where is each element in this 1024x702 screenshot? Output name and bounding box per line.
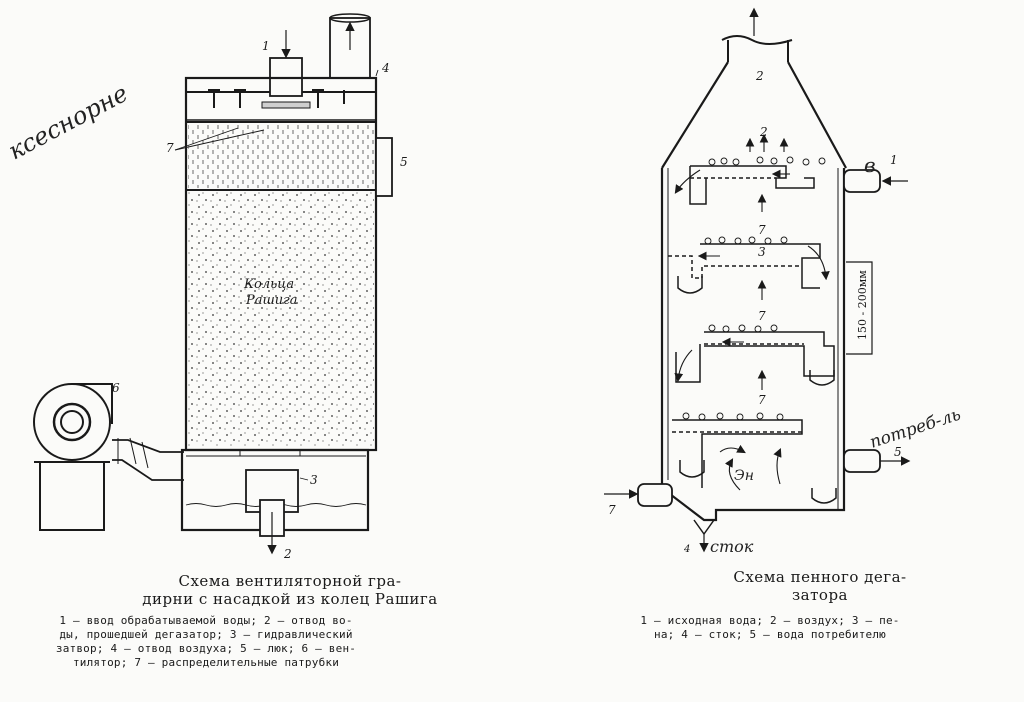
left-caption: Схема вентиляторной гра- дирни с насадко…: [140, 572, 440, 608]
callout-6: 6: [112, 381, 120, 395]
right-callout-2-mid: 2: [759, 125, 768, 139]
distribution-nozzles: [208, 89, 345, 108]
left-caption-line2: дирни с насадкой из колец Рашига: [142, 590, 438, 608]
raschig-rings-packing: [188, 192, 374, 446]
left-legend: 1 — ввод обрабатываемой воды; 2 — отвод …: [6, 614, 406, 670]
flow-arrows: [674, 133, 830, 491]
left-caption-line1: Схема вентиляторной гра-: [178, 572, 402, 590]
air-duct: [112, 439, 184, 481]
callout-4: 4: [381, 61, 390, 75]
packing-label-line1: Кольца: [243, 277, 294, 292]
right-caption-line2: затора: [792, 586, 848, 604]
callout-1: 1: [262, 39, 270, 53]
dimension-bracket: [846, 261, 873, 355]
right-legend: 1 — исходная вода; 2 — воздух; 3 — пе- н…: [600, 614, 940, 642]
right-callout-2-top: 2: [755, 69, 764, 83]
callout-7: 7: [166, 141, 174, 155]
handwritten-user: потреб-ль: [867, 405, 963, 453]
callout-3: 3: [310, 473, 318, 487]
left-legend-line: ды, прошедшей дегазатор; 3 — гидравличес…: [59, 628, 353, 641]
rain-zone: [188, 124, 374, 188]
handwritten-drain: сток: [710, 537, 754, 556]
air-inlet-pipe: [637, 483, 673, 507]
foam-degasser-figure: 150 - 200мм 2 2 1 3 7 7 7 5 7 4 в потреб…: [604, 7, 963, 556]
right-callout-7b: 7: [758, 309, 766, 323]
fan-degasser-figure: 1 4 7 5 6 3 2 Кольца Рашига ксеснорне: [4, 13, 408, 561]
right-callout-7d: 7: [608, 503, 616, 517]
handwritten-note: ксеснорне: [4, 79, 133, 165]
callout-5: 5: [400, 155, 408, 169]
right-callout-4: 4: [683, 544, 690, 555]
right-callout-1: 1: [890, 153, 898, 167]
callout-2: 2: [283, 547, 292, 561]
hatch: [375, 137, 393, 197]
right-legend-line: 1 — исходная вода; 2 — воздух; 3 — пе-: [640, 614, 900, 627]
water-inlet-pipe-right: [843, 169, 881, 193]
left-legend-line: затвор; 4 — отвод воздуха; 5 — люк; 6 — …: [55, 642, 357, 655]
left-legend-line: 1 — ввод обрабатываемой воды; 2 — отвод …: [59, 614, 353, 627]
perforated-trays: [668, 165, 835, 488]
handwritten-foam: Эн: [734, 468, 754, 484]
fan: [33, 383, 113, 531]
consumer-outlet-pipe: [843, 449, 881, 473]
right-caption-line1: Схема пенного дега-: [733, 568, 907, 586]
right-caption: Схема пенного дега- затора: [700, 568, 940, 604]
right-callout-7a: 7: [758, 223, 766, 237]
foam-bubbles: [682, 156, 826, 421]
right-callout-5: 5: [894, 445, 902, 459]
u-seals: [677, 276, 837, 504]
left-legend-line: тилятор; 7 — распределительные патрубки: [72, 656, 340, 669]
packing-label-line2: Рашига: [245, 293, 298, 308]
right-callout-7c: 7: [758, 393, 766, 407]
handwritten-in: в: [864, 153, 876, 177]
right-callout-3: 3: [758, 245, 766, 259]
right-legend-line: на; 4 — сток; 5 — вода потребителю: [654, 628, 886, 641]
dimension-label: 150 - 200мм: [856, 270, 869, 340]
